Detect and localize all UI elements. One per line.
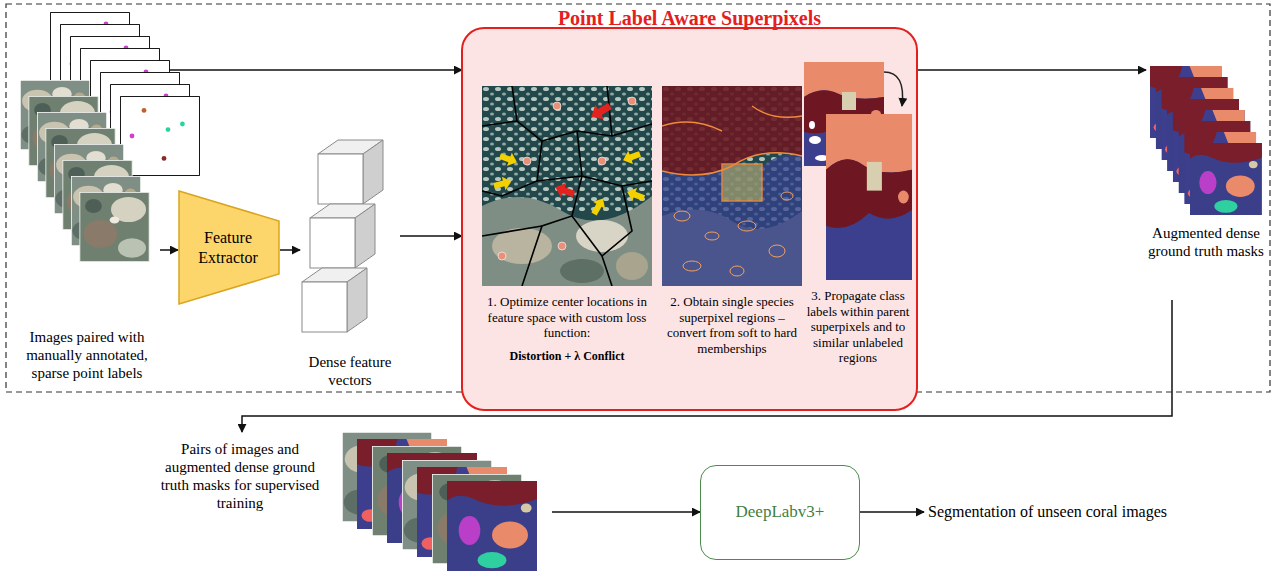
- flow-arrow: [860, 511, 924, 513]
- flow-arrow: [400, 235, 462, 237]
- output-text: Segmentation of unseen coral images: [924, 502, 1167, 521]
- feature-vectors: Dense feature vectors: [300, 138, 400, 392]
- node-label: 3. Propagate class labels within parent …: [804, 288, 912, 366]
- node-label: Dense feature vectors: [300, 353, 400, 389]
- trapezoid-shape: [178, 190, 280, 305]
- flow-arrow: [552, 511, 700, 513]
- node-label: DeepLabv3+: [736, 502, 825, 522]
- superpixel-module: Point Label Aware Superpixels 1. Optimize…: [462, 6, 917, 410]
- feature-cubes: [302, 140, 383, 332]
- trapezoid-outline: [179, 191, 279, 304]
- training-pairs: Pairs of images and augmented dense grou…: [150, 432, 552, 572]
- flow-arrow: [280, 249, 300, 251]
- step3-images: [804, 62, 912, 280]
- step-panel: 2. Obtain single species superpixel regi…: [662, 86, 802, 376]
- node-label: 2. Obtain single species superpixel regi…: [662, 294, 802, 356]
- augmented-mask-stack: [1150, 66, 1262, 215]
- node-label: Images paired with manually annotated, s…: [14, 328, 160, 382]
- coral-image-stack: [20, 80, 150, 262]
- node-label: Augmented dense ground truth masks: [1146, 224, 1266, 260]
- node-label: Pairs of images and augmented dense grou…: [150, 440, 330, 512]
- flow-arrow: [160, 249, 178, 251]
- step1-image: [482, 86, 652, 286]
- node-label: Point Label Aware Superpixels: [462, 6, 917, 30]
- node-label: Feature Extractor: [182, 228, 274, 266]
- node-sublabel: Distortion + λ Conflict: [482, 349, 652, 363]
- node-label: 1. Optimize center locations in feature …: [482, 294, 652, 341]
- module-frame: [462, 28, 917, 410]
- step-panel: 3. Propagate class labels within parent …: [804, 62, 912, 382]
- training-pair-stack: [342, 432, 537, 571]
- flow-arrow: [917, 69, 1146, 71]
- model-box: DeepLabv3+: [700, 465, 860, 560]
- extractor-trapezoid: Feature Extractor: [178, 190, 280, 305]
- step-panel: 1. Optimize center locations in feature …: [482, 86, 652, 376]
- step2-image: [662, 86, 802, 286]
- flow-arrow: [160, 69, 462, 71]
- augmented-masks: Augmented dense ground truth masks: [1146, 62, 1266, 300]
- input-images: Images paired with manually annotated, s…: [14, 10, 160, 382]
- node-label: Segmentation of unseen coral images: [928, 502, 1167, 521]
